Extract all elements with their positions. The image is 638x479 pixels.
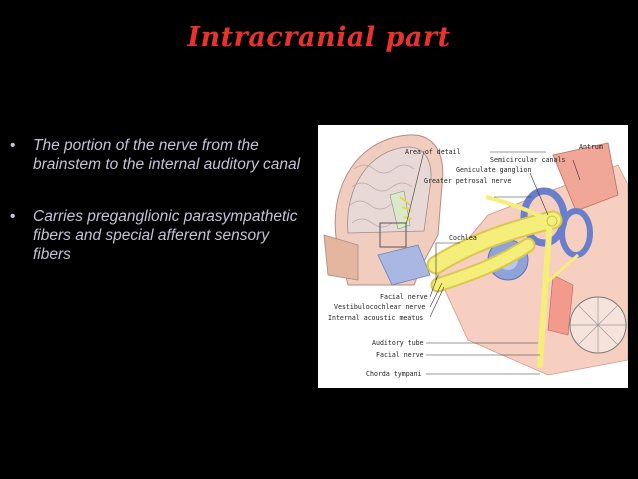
label-facial-nerve-lower: Facial nerve (376, 351, 424, 359)
bullet-text: The portion of the nerve from the brains… (33, 137, 301, 173)
bullet-item: • Carries preganglionic parasympathetic … (10, 207, 310, 264)
leader-lines (426, 151, 581, 375)
anatomy-illustration: Area of detail Antrum Semicircular canal… (323, 134, 628, 378)
nerve-illustration (426, 195, 579, 368)
bullet-text: Carries preganglionic parasympathetic fi… (33, 208, 298, 263)
label-chorda-tympani: Chorda tympani (366, 370, 422, 378)
label-auditory-tube: Auditory tube (372, 339, 424, 347)
label-semicircular-canals: Semicircular canals (490, 156, 565, 164)
ear-anatomy-figure: Area of detail Antrum Semicircular canal… (318, 125, 628, 388)
bullet-item: • The portion of the nerve from the brai… (10, 136, 310, 174)
label-facial-nerve: Facial nerve (380, 293, 428, 301)
label-cochlea: Cochlea (449, 234, 477, 242)
label-vestibulocochlear-nerve: Vestibulocochlear nerve (334, 303, 425, 311)
label-area-of-detail: Area of detail (405, 148, 461, 156)
label-geniculate-ganglion: Geniculate ganglion (456, 166, 531, 174)
label-internal-acoustic-meatus: Internal acoustic meatus (328, 314, 423, 322)
brain-section-illustration (323, 134, 444, 286)
bullet-marker: • (10, 137, 16, 154)
label-antrum: Antrum (579, 143, 603, 151)
label-greater-petrosal-nerve: Greater petrosal nerve (424, 177, 511, 185)
slide-title: Intracranial part (187, 22, 451, 53)
bullet-list: • The portion of the nerve from the brai… (10, 136, 310, 297)
bullet-marker: • (10, 208, 16, 225)
